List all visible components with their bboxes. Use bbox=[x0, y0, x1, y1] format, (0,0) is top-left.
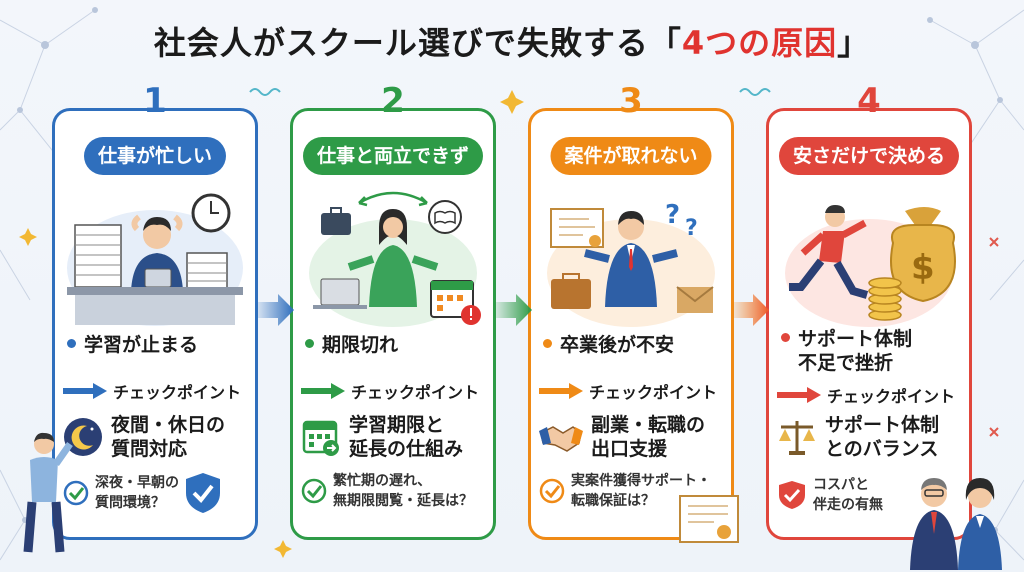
cause-label: 仕事が忙しい bbox=[83, 137, 227, 175]
issue-text: 期限切れ bbox=[305, 333, 485, 357]
issue-text: 卒業後が不安 bbox=[543, 333, 723, 357]
check-circle-icon bbox=[539, 478, 565, 504]
checkpoint-label: チェックポイント bbox=[63, 379, 249, 403]
check-question: 繁忙期の遅れ、無期限閲覧・延長は？ bbox=[301, 471, 487, 511]
advisors-illustration bbox=[910, 478, 1002, 570]
confused-graduate-illustration: ? ? bbox=[547, 200, 715, 327]
cause-card-3: 3 案件が取れない ? ? 卒業後が不安 チェックポイント 副業・転職の出口支援… bbox=[528, 81, 734, 540]
checkpoint-label: チェックポイント bbox=[301, 379, 487, 403]
handshake-icon bbox=[539, 426, 583, 452]
cause-label: 案件が取れない bbox=[550, 137, 712, 175]
arrow-right-icon bbox=[539, 383, 583, 399]
busy-office-worker-illustration bbox=[67, 193, 243, 326]
cause-card-2: 2 仕事と両立できず 期限切れ チェックポイント 学習期限と延長の仕組み 繁忙期… bbox=[290, 81, 496, 540]
solution-point: 夜間・休日の質問対応 bbox=[63, 413, 249, 461]
svg-text:?: ? bbox=[665, 200, 680, 230]
issue-text: サポート体制 不足で挫折 bbox=[781, 327, 961, 375]
check-circle-icon bbox=[301, 478, 327, 504]
certificate-icon bbox=[679, 495, 739, 543]
flow-arrow-3 bbox=[731, 294, 769, 326]
shield-check-icon bbox=[186, 473, 220, 513]
page-title: 社会人がスクール選びで失敗する「4つの原因」 bbox=[153, 24, 871, 62]
solution-point: サポート体制とのバランス bbox=[777, 413, 963, 461]
solution-point: 副業・転職の出口支援 bbox=[539, 413, 725, 461]
flow-arrow-1 bbox=[256, 294, 294, 326]
pointing-person-illustration bbox=[23, 432, 73, 553]
juggling-work-study-illustration bbox=[309, 191, 481, 327]
cause-number: 1 bbox=[143, 81, 167, 121]
arrow-right-icon bbox=[301, 383, 345, 399]
cause-number: 2 bbox=[381, 81, 405, 121]
flow-arrow-2 bbox=[494, 294, 532, 326]
cause-label: 安さだけで決める bbox=[778, 137, 960, 175]
balance-scale-icon bbox=[779, 421, 815, 455]
solution-point: 学習期限と延長の仕組み bbox=[301, 413, 487, 461]
check-question: 実案件獲得サポート・転職保証は？ bbox=[539, 471, 725, 511]
calendar-arrow-icon bbox=[302, 420, 339, 456]
arrow-right-icon bbox=[777, 387, 821, 403]
moon-night-icon bbox=[64, 418, 102, 456]
check-question: 深夜・早朝の質問環境？ bbox=[63, 471, 249, 515]
cause-number: 4 bbox=[857, 81, 881, 121]
chasing-money-illustration: $ bbox=[785, 205, 956, 327]
cause-card-4: 4 安さだけで決める $ サポート体制 不足で挫折 チェックポイント サポート体… bbox=[766, 81, 972, 540]
cause-number: 3 bbox=[619, 81, 643, 121]
check-question: コスパと伴走の有無 bbox=[777, 475, 963, 515]
check-circle-icon bbox=[63, 480, 89, 506]
shield-check-icon bbox=[779, 481, 805, 509]
svg-text:$: $ bbox=[911, 248, 935, 288]
checkpoint-label: チェックポイント bbox=[777, 383, 963, 407]
issue-text: 学習が止まる bbox=[67, 333, 247, 357]
cause-label: 仕事と両立できず bbox=[302, 137, 484, 175]
cause-card-1: 1 仕事が忙しい 学習が止まる チェックポイント 夜間・休日の質問対応 深夜・早… bbox=[52, 81, 258, 540]
svg-text:?: ? bbox=[685, 216, 698, 241]
checkpoint-label: チェックポイント bbox=[539, 379, 725, 403]
arrow-right-icon bbox=[63, 383, 107, 399]
